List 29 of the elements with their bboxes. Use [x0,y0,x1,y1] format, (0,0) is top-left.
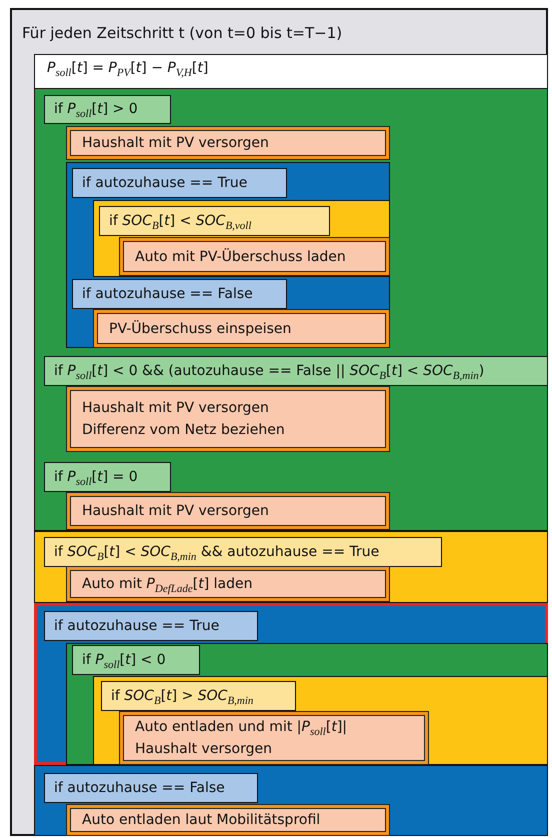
branch-panel [93,676,548,765]
action-box: Auto mit PV-Überschuss laden [119,237,390,276]
condition-label: if autozuhause == False [72,279,287,309]
condition-label: if P$_{soll}$[t] < 0 && (autozuhause == False || SOC$_{B}$[t] < SOC$_{B,min}$) [44,356,548,386]
branch-panel [93,200,390,277]
condition-label: if P$_{soll}$[t] < 0 [72,645,200,675]
branch-panel [34,765,548,836]
condition-label: if autozuhause == True [44,611,258,641]
formula-text: P$_{soll}$[t] = P$_{PV}$[t] − P$_{V,H}$[t] [47,60,208,76]
branch-panel [66,643,548,765]
highlighted-branch-panel [34,603,548,765]
action-box: Auto mit P$_{DefLade}$[t] laden [66,566,390,602]
condition-label: if P$_{soll}$[t] = 0 [44,462,171,492]
branch-panel [34,531,548,603]
action-box: PV-Überschuss einspeisen [93,309,390,348]
condition-label: if SOC$_{B}$[t] < SOC$_{B,min}$ && autozuhause == True [44,537,442,567]
branch-panel [34,88,548,531]
action-box: Haushalt mit PV versorgen [66,492,390,530]
loop-heading: Für jeden Zeitschritt t (von t=0 bis t=T−1) [22,24,342,42]
action-box: Haushalt mit PV versorgen Differenz vom Netz beziehen [66,386,390,452]
condition-label: if SOC$_{B}$[t] > SOC$_{B,min}$ [101,681,296,711]
condition-label: if autozuhause == False [44,773,258,803]
action-box: Auto entladen und mit |P$_{soll}$[t]| Haushalt versorgen [119,711,429,765]
branch-panel [66,162,390,348]
action-box: Auto entladen laut Mobilitätsprofil [66,804,390,836]
action-box: Haushalt mit PV versorgen [66,126,390,160]
condition-label: if P$_{soll}$[t] > 0 [44,95,171,124]
condition-label: if SOC$_{B}$[t] < SOC$_{B,voll}$ [99,206,330,236]
condition-label: if autozuhause == True [72,168,287,198]
